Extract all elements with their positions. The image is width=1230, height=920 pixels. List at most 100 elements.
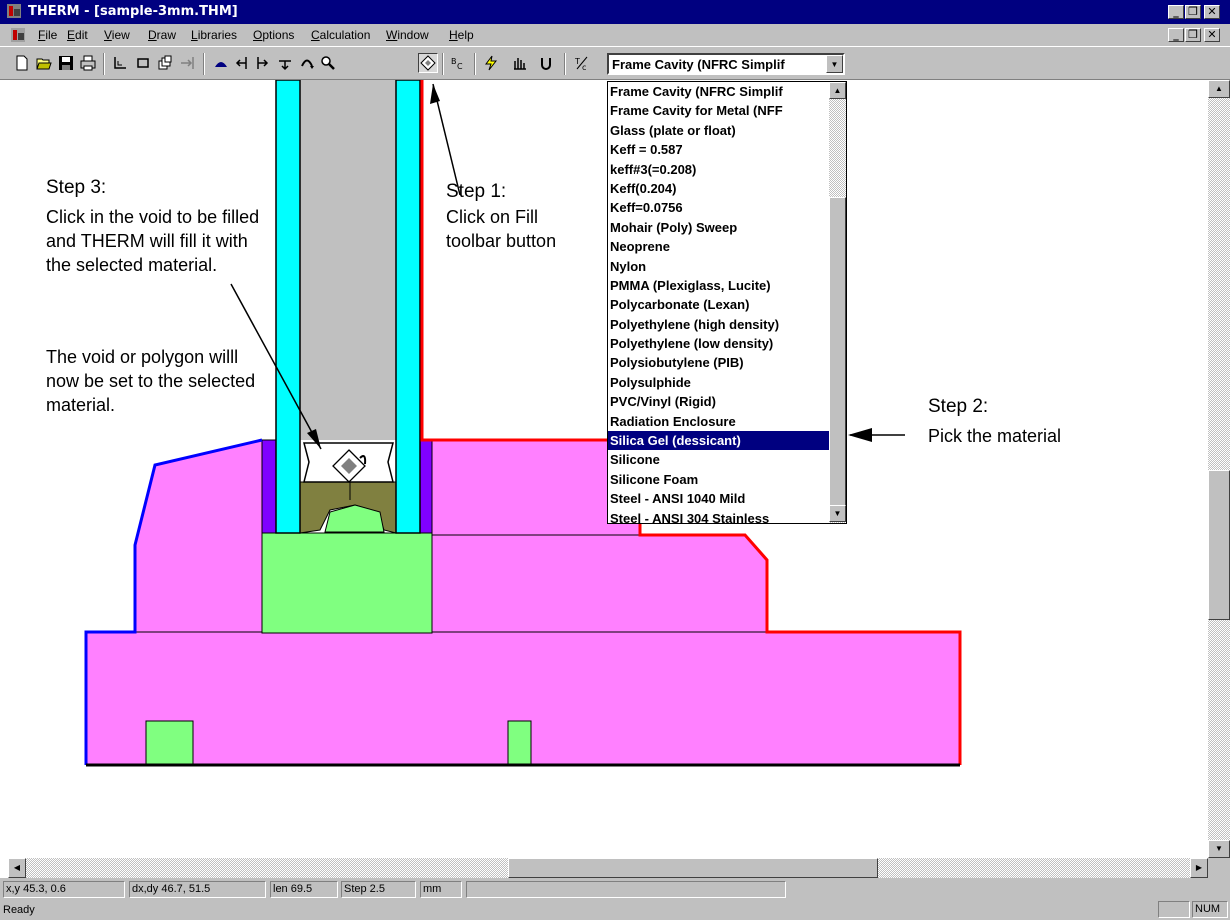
seal-left[interactable] bbox=[261, 439, 277, 534]
cross-section-drawing[interactable] bbox=[8, 80, 1208, 858]
dropdown-scroll-thumb[interactable] bbox=[829, 197, 846, 522]
material-option[interactable]: Silicone bbox=[610, 452, 660, 468]
material-option[interactable]: Polysiobutylene (PIB) bbox=[610, 355, 744, 371]
material-option[interactable]: Polyethylene (high density) bbox=[610, 316, 780, 332]
glass-pane-inner[interactable] bbox=[395, 80, 421, 534]
material-option[interactable]: Keff=0.0756 bbox=[610, 200, 683, 216]
step-readout: Step 2.5 bbox=[341, 881, 416, 898]
new-file-icon[interactable] bbox=[12, 53, 32, 73]
vertical-scrollbar[interactable]: ▲ ▼ bbox=[1208, 80, 1230, 858]
minimize-button[interactable]: _ bbox=[1168, 5, 1184, 19]
print-icon[interactable] bbox=[78, 53, 98, 73]
menu-help[interactable]: Help bbox=[449, 28, 474, 42]
step2-body: Pick the material bbox=[928, 426, 1062, 446]
zoom-icon[interactable] bbox=[318, 53, 338, 73]
step3-body2: The void or polygon willl now be set to … bbox=[46, 347, 256, 415]
material-option[interactable]: Mohair (Poly) Sweep bbox=[610, 219, 738, 235]
scrollbar-corner bbox=[1208, 858, 1230, 878]
material-option[interactable]: Steel - ANSI 304 Stainless bbox=[610, 510, 770, 526]
document-system-icon[interactable] bbox=[10, 27, 26, 43]
menu-libraries[interactable]: Libraries bbox=[191, 28, 238, 42]
material-option[interactable]: Glass (plate or float) bbox=[610, 122, 736, 138]
material-option[interactable]: Silicone Foam bbox=[610, 471, 699, 487]
glazing-block-left[interactable] bbox=[145, 720, 194, 766]
toolbar-separator bbox=[103, 53, 105, 75]
therm-app-icon[interactable] bbox=[6, 3, 22, 19]
restore-button[interactable]: ❐ bbox=[1185, 5, 1201, 19]
locator-icon[interactable] bbox=[178, 53, 198, 73]
glazing-gap[interactable] bbox=[300, 80, 396, 440]
horizontal-scrollbar[interactable]: ◀ ▶ bbox=[8, 858, 1208, 878]
draw-icon[interactable] bbox=[211, 53, 231, 73]
material-option[interactable]: keff#3(=0.208) bbox=[610, 161, 697, 177]
vertical-scroll-thumb[interactable] bbox=[1208, 470, 1230, 620]
material-option[interactable]: Keff = 0.587 bbox=[610, 142, 683, 158]
glass-pane-outer[interactable] bbox=[275, 80, 301, 534]
title-bar[interactable]: THERM - [sample-3mm.THM] _ ❐ ✕ bbox=[0, 0, 1230, 24]
scroll-up-button[interactable]: ▲ bbox=[1208, 80, 1230, 98]
menu-calculation[interactable]: Calculation bbox=[311, 28, 371, 42]
material-combo[interactable]: Frame Cavity (NFRC Simplif ▼ bbox=[607, 53, 845, 75]
menu-edit[interactable]: Edit bbox=[67, 28, 88, 42]
menu-draw[interactable]: Draw bbox=[148, 28, 177, 42]
calculate-icon[interactable] bbox=[481, 53, 501, 73]
save-icon[interactable] bbox=[56, 53, 76, 73]
menu-file[interactable]: File bbox=[38, 28, 58, 42]
material-option[interactable]: Polyethylene (low density) bbox=[610, 336, 774, 352]
adiabatic-boundary[interactable] bbox=[84, 438, 263, 765]
menu-options[interactable]: Options bbox=[253, 28, 295, 42]
rotate-icon[interactable] bbox=[297, 53, 317, 73]
scroll-right-button[interactable]: ▶ bbox=[1190, 858, 1208, 878]
material-option[interactable]: Steel - ANSI 1040 Mild bbox=[610, 491, 746, 507]
point-back-icon[interactable] bbox=[232, 53, 252, 73]
frame-body[interactable] bbox=[86, 440, 960, 765]
horizontal-scroll-thumb[interactable] bbox=[508, 858, 878, 878]
dropdown-scroll-down[interactable]: ▼ bbox=[829, 505, 846, 522]
glazing-block-right[interactable] bbox=[507, 720, 532, 766]
material-option[interactable]: Frame Cavity for Metal (NFF bbox=[610, 103, 783, 119]
dropdown-scrollbar[interactable]: ▲ ▼ bbox=[829, 82, 846, 523]
rectangle-icon[interactable] bbox=[133, 53, 153, 73]
open-file-icon[interactable] bbox=[34, 53, 54, 73]
u-factor-icon[interactable] bbox=[536, 53, 556, 73]
material-option[interactable]: PMMA (Plexiglass, Lucite) bbox=[610, 277, 771, 293]
material-option[interactable]: PVC/Vinyl (Rigid) bbox=[610, 394, 716, 410]
material-option[interactable]: Radiation Enclosure bbox=[610, 413, 736, 429]
boundary-condition-edge[interactable] bbox=[420, 80, 962, 765]
results-icon[interactable] bbox=[510, 53, 530, 73]
material-option[interactable]: Silica Gel (dessicant) bbox=[608, 431, 829, 451]
material-option[interactable]: Keff(0.204) bbox=[610, 180, 677, 196]
doc-minimize-button[interactable]: _ bbox=[1168, 28, 1184, 42]
draw-polygon-icon[interactable] bbox=[110, 53, 130, 73]
dropdown-scroll-up[interactable]: ▲ bbox=[829, 82, 846, 99]
menu-view[interactable]: View bbox=[104, 28, 130, 42]
scroll-left-button[interactable]: ◀ bbox=[8, 858, 26, 878]
fill-bucket-icon[interactable] bbox=[418, 53, 438, 73]
status-message: Ready bbox=[3, 904, 35, 916]
spacer-block[interactable] bbox=[261, 532, 433, 634]
svg-text:c: c bbox=[582, 63, 586, 71]
doc-close-button[interactable]: ✕ bbox=[1204, 28, 1220, 42]
spacer-top[interactable] bbox=[324, 504, 385, 533]
close-button[interactable]: ✕ bbox=[1204, 5, 1220, 19]
insert-glass-icon[interactable] bbox=[155, 53, 175, 73]
material-option[interactable]: Polysulphide bbox=[610, 374, 691, 390]
point-down-icon[interactable] bbox=[275, 53, 295, 73]
seal-right[interactable] bbox=[419, 439, 433, 534]
doc-restore-button[interactable]: ❐ bbox=[1185, 28, 1201, 42]
combo-dropdown-button[interactable]: ▼ bbox=[826, 55, 843, 73]
material-option[interactable]: Polycarbonate (Lexan) bbox=[610, 297, 750, 313]
point-forward-icon[interactable] bbox=[253, 53, 273, 73]
material-option[interactable]: Nylon bbox=[610, 258, 647, 274]
menu-window[interactable]: Window bbox=[386, 28, 429, 42]
material-option[interactable]: Frame Cavity (NFRC Simplif bbox=[610, 84, 783, 99]
drawing-canvas[interactable] bbox=[8, 80, 1230, 858]
step1-title: Step 1: bbox=[446, 181, 507, 202]
scroll-down-button[interactable]: ▼ bbox=[1208, 840, 1230, 858]
caps-indicator bbox=[1158, 901, 1190, 918]
material-option[interactable]: Neoprene bbox=[610, 239, 670, 255]
